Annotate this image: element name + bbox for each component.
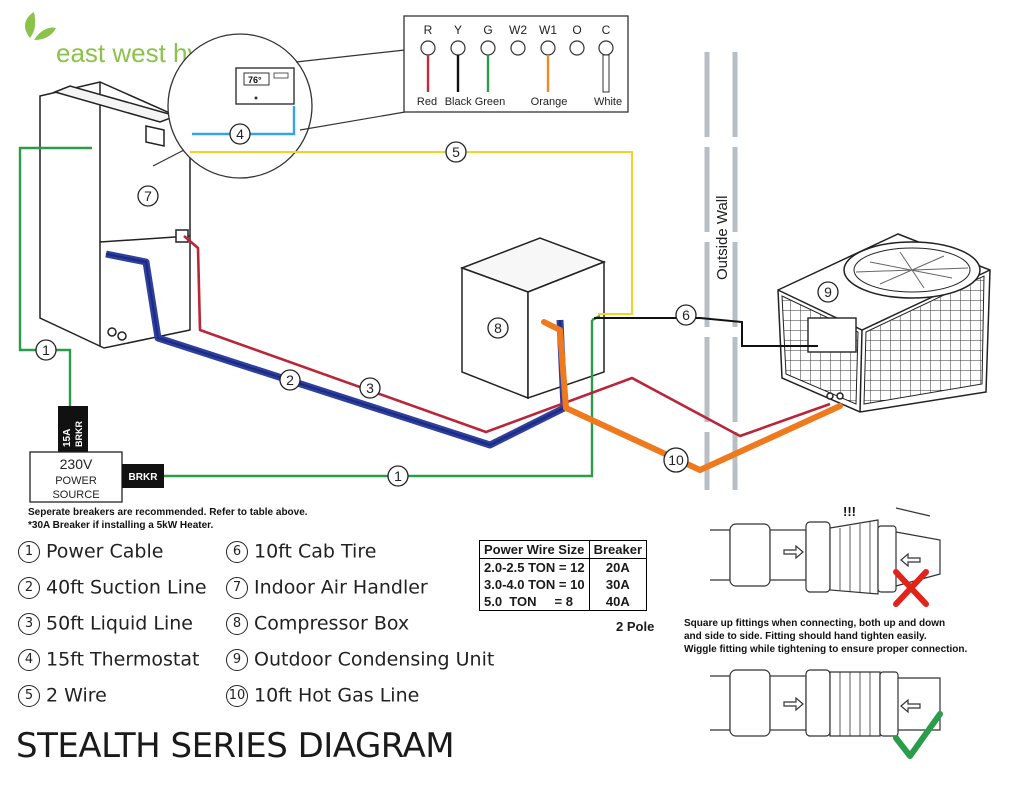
breaker-main: BRKR	[122, 464, 164, 488]
svg-text:2: 2	[286, 372, 294, 388]
callout-10: 10	[663, 447, 689, 473]
callout-3: 3	[359, 377, 381, 399]
breaker-note-line1: Seperate breakers are recommended. Refer…	[28, 507, 308, 518]
fitting-note-line3: Wiggle fitting while tightening to ensur…	[684, 644, 968, 655]
breaker-note-line2: *30A Breaker if installing a 5kW Heater.	[28, 520, 214, 531]
svg-text:4: 4	[236, 126, 244, 142]
table-row: 2.0-2.5 TON = 12 20A	[479, 558, 647, 576]
terminal-r: R	[424, 23, 433, 37]
outside-wall-label: Outside Wall	[714, 196, 731, 280]
cab-tire	[594, 317, 818, 347]
callout-6: 6	[675, 304, 697, 326]
wire-color-red: Red	[417, 96, 437, 108]
thermostat-magnifier: 76°	[152, 33, 406, 179]
svg-text:8: 8	[494, 320, 502, 336]
hot-gas-line	[541, 319, 843, 473]
svg-text:POWER: POWER	[55, 475, 97, 487]
compressor-box	[459, 237, 607, 400]
fitting-note-line2: and side to side. Fitting should hand ti…	[684, 631, 927, 642]
callout-9: 9	[817, 281, 839, 303]
outside-wall: Outside Wall	[704, 52, 738, 490]
svg-text:5: 5	[452, 144, 460, 160]
thermostat-wire	[192, 106, 296, 136]
power-source-voltage: 230V	[60, 456, 93, 472]
svg-text:15A: 15A	[62, 429, 73, 447]
callout-7: 7	[137, 185, 159, 207]
fitting-note: Square up fittings when connecting, both…	[684, 617, 967, 656]
terminal-w2: W2	[509, 23, 527, 37]
svg-text:10: 10	[668, 452, 684, 468]
wire-color-white: White	[594, 96, 622, 108]
svg-text:6: 6	[682, 307, 690, 323]
callout-8: 8	[487, 317, 509, 339]
wire-color-orange: Orange	[531, 96, 568, 108]
callout-4: 4	[229, 123, 251, 145]
svg-text:BRKR: BRKR	[74, 421, 84, 447]
callout-5: 5	[445, 141, 467, 163]
callout-markers: 1 1 2 3 4 5 6 7	[35, 123, 839, 487]
wrong-x-icon	[893, 569, 929, 607]
pole-label: 2 Pole	[616, 619, 655, 634]
power-wire-table: Power Wire Size Breaker 2.0-2.5 TON = 12…	[479, 540, 648, 611]
svg-text:9: 9	[824, 284, 832, 300]
terminal-box: R Y G W2 W1 O C Red Black Green Orange W…	[403, 15, 629, 113]
table-row: 3.0-4.0 TON = 10 30A	[479, 576, 647, 593]
terminal-c: C	[602, 23, 611, 37]
svg-text:BRKR: BRKR	[129, 472, 159, 483]
svg-text:1: 1	[42, 342, 50, 358]
svg-text:7: 7	[144, 188, 152, 204]
fitting-note-line1: Square up fittings when connecting, both…	[684, 618, 946, 629]
terminal-w1: W1	[539, 23, 557, 37]
svg-text:3: 3	[366, 380, 374, 396]
terminal-o: O	[572, 23, 581, 37]
fitting-wrong: !!!	[710, 504, 941, 607]
svg-text:SOURCE: SOURCE	[52, 489, 99, 501]
thermostat-device: 76°	[235, 67, 295, 105]
callout-2: 2	[279, 369, 301, 391]
callout-1a: 1	[35, 339, 57, 361]
breaker-note: Seperate breakers are recommended. Refer…	[28, 506, 308, 532]
leaf-icon	[25, 12, 56, 40]
table-header-wire-size: Power Wire Size	[479, 540, 590, 559]
terminal-g: G	[483, 23, 492, 37]
svg-text:1: 1	[394, 468, 402, 484]
fitting-correct	[710, 669, 943, 759]
outdoor-condensing-unit	[777, 233, 991, 413]
power-source: 230V POWER SOURCE	[29, 451, 123, 503]
wire-color-black-green: Black Green	[445, 96, 506, 108]
liquid-line	[183, 235, 831, 438]
table-header-breaker: Breaker	[588, 540, 648, 559]
correct-check-icon	[893, 711, 943, 759]
table-row: 5.0 TON = 8 40A	[479, 593, 647, 611]
terminal-y: Y	[454, 23, 462, 37]
two-wire	[190, 151, 633, 315]
callout-1b: 1	[387, 465, 409, 487]
indoor-air-handler	[39, 81, 191, 349]
thermostat-display: 76°	[248, 75, 262, 85]
breaker-15a: 15A BRKR	[58, 406, 88, 452]
warning-marks: !!!	[843, 504, 856, 519]
diagram-title: STEALTH SERIES DIAGRAM	[16, 726, 455, 766]
